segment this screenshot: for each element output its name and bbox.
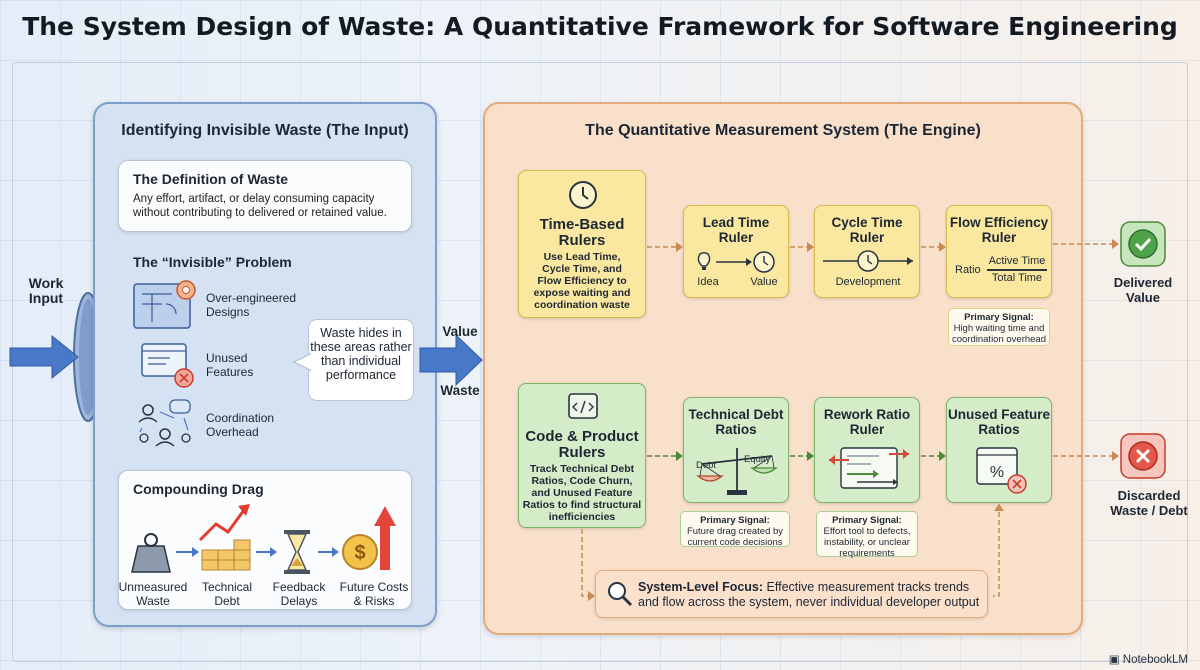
drag-step-feedback: Feedback Delays [272, 580, 326, 608]
rework-ratio-title: Rework Ratio Ruler [823, 407, 911, 437]
technical-debt-signal: Primary Signal: Future drag created by c… [680, 511, 790, 548]
time-based-rulers-title: Time-Based Rulers [539, 216, 625, 249]
compounding-drag-icons: $ [131, 504, 396, 574]
discard-x-icon [1120, 433, 1166, 479]
rework-ratio-signal-label: Primary Signal: [832, 515, 902, 526]
svg-text:$: $ [354, 542, 365, 564]
technical-debt-signal-text: Future drag created by current code deci… [686, 526, 784, 548]
flow-efficiency-signal: Primary Signal: High waiting time and co… [948, 308, 1050, 346]
discarded-waste-label: Discarded Waste / Debt [1110, 488, 1188, 518]
input-panel-title: Identifying Invisible Waste (The Input) [121, 122, 409, 139]
cycle-time-title: Cycle Time Ruler [831, 215, 903, 245]
invisible-item-designs: Over-engineered Designs [206, 291, 297, 319]
flow-efficiency-signal-label: Primary Signal: [964, 312, 1034, 323]
unused-feature-ratios-card: Unused Feature Ratios % [946, 397, 1052, 503]
lead-time-from: Idea [697, 276, 719, 288]
lead-time-to: Value [750, 276, 778, 288]
flow-efficiency-denominator: Total Time [991, 272, 1043, 284]
page-title: The System Design of Waste: A Quantitati… [22, 12, 1178, 41]
delivered-check-icon [1120, 221, 1166, 267]
invisible-item-features: Unused Features [206, 351, 254, 379]
equity-label: Equity [744, 454, 771, 465]
fraction-bar [987, 269, 1047, 271]
technical-debt-ratios-card: Technical Debt Ratios Debt Equity [683, 397, 789, 503]
waste-label: Waste [440, 383, 480, 398]
coordination-people-icon [138, 399, 191, 447]
rework-ratio-signal-text: Effort tool to defects, instability, or … [823, 526, 911, 559]
invisible-heading: The “Invisible” Problem [133, 254, 292, 270]
svg-text:%: % [990, 464, 1004, 481]
blueprint-gear-icon [133, 280, 196, 329]
clock-icon [569, 181, 597, 209]
flow-efficiency-title: Flow Efficiency Ruler [949, 215, 1049, 245]
focus-heading: System-Level Focus: [638, 580, 764, 594]
cycle-time-ruler-card: Cycle Time Ruler Development [814, 205, 920, 298]
lead-time-ruler-card: Lead Time Ruler Idea Value [683, 205, 789, 298]
callout-pointer [292, 352, 312, 372]
definition-body: Any effort, artifact, or delay consuming… [133, 193, 387, 219]
notebooklm-logo-icon: ▣ [1108, 654, 1120, 666]
waste-hides-callout: Waste hides in these areas rather than i… [308, 319, 414, 401]
technical-debt-signal-label: Primary Signal: [700, 515, 770, 526]
flow-efficiency-signal-text: High waiting time and coordination overh… [951, 323, 1046, 345]
flow-efficiency-numerator: Active Time [988, 255, 1046, 267]
cycle-clock-icon [823, 250, 913, 272]
code-product-rulers-title: Code & Product Rulers [525, 428, 639, 461]
magnifier-icon [608, 582, 633, 607]
balance-scale-icon [696, 448, 778, 495]
time-based-rulers-desc: Use Lead Time, Cycle Time, and Flow Effi… [533, 251, 631, 311]
system-level-focus-callout: System-Level Focus: Effective measuremen… [595, 570, 988, 618]
work-input-label: Work Input [28, 275, 64, 306]
drag-step-future: Future Costs & Risks [339, 580, 409, 608]
definition-card: The Definition of Waste Any effort, arti… [118, 160, 412, 232]
definition-heading: The Definition of Waste [133, 171, 289, 187]
cycle-time-label: Development [835, 276, 901, 288]
code-product-rulers-desc: Track Technical Debt Ratios, Code Churn,… [522, 463, 642, 523]
brand-label: NotebookLM [1122, 654, 1188, 666]
engine-panel-title: The Quantitative Measurement System (The… [585, 122, 981, 139]
invisible-item-coordination: Coordination Overhead [206, 411, 275, 439]
debt-label: Debt [696, 460, 717, 471]
flow-efficiency-ratio: Ratio [955, 264, 981, 276]
unused-feature-window-icon [141, 343, 194, 388]
compounding-heading: Compounding Drag [133, 481, 264, 497]
unused-feature-title: Unused Feature Ratios [947, 407, 1051, 437]
drag-step-tech-debt: Technical Debt [201, 580, 253, 608]
flow-efficiency-ruler-card: Flow Efficiency Ruler Ratio Active Time … [946, 205, 1052, 298]
lead-time-title: Lead Time Ruler [702, 215, 770, 245]
rework-ratio-ruler-card: Rework Ratio Ruler [814, 397, 920, 503]
code-product-rulers-card: Code & Product Rulers Track Technical De… [518, 383, 646, 528]
drag-step-unmeasured: Unmeasured Waste [118, 580, 188, 608]
percent-window-icon: % [976, 447, 1027, 494]
code-window-icon [568, 393, 598, 419]
time-based-rulers-card: Time-Based Rulers Use Lead Time, Cycle T… [518, 170, 646, 318]
rework-arrows-icon [829, 447, 909, 489]
technical-debt-title: Technical Debt Ratios [688, 407, 784, 437]
rework-ratio-signal: Primary Signal: Effort tool to defects, … [816, 511, 918, 559]
lightbulb-to-clock-icon [697, 251, 775, 273]
value-label: Value [442, 324, 478, 339]
brand-watermark: ▣ NotebookLM [1109, 652, 1188, 666]
focus-text: Effective measurement tracks trends and … [638, 580, 980, 609]
delivered-value-label: Delivered Value [1113, 275, 1173, 305]
